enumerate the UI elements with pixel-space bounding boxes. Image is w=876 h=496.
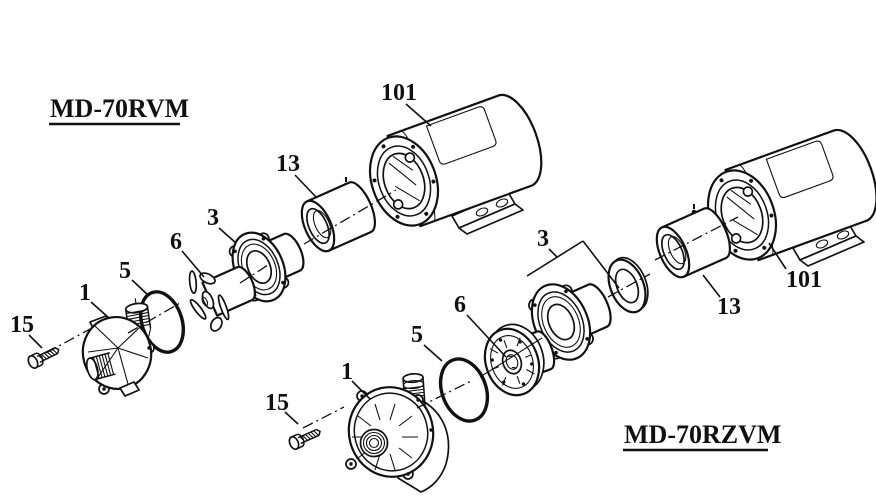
bolt-drawing [288, 428, 321, 451]
part-label-motor: 101 [381, 80, 417, 106]
part-label-bracket: 3 [207, 205, 219, 231]
part-label-magnet: 13 [717, 294, 741, 320]
impeller-disc-drawing [483, 323, 556, 397]
assembly-md-70rzvm: 3 6 5 1 15 13 101 MD-70RZVM [265, 128, 876, 493]
pump-casing-drawing [345, 372, 450, 493]
motor-foot-drawing [792, 223, 865, 267]
part-label-impeller: 6 [454, 292, 466, 318]
part-label-o-ring: 5 [119, 258, 131, 284]
part-label-pump-casing: 1 [341, 359, 353, 385]
magnet-cylinder-drawing [300, 181, 376, 253]
part-label-impeller: 6 [170, 229, 182, 255]
assembly-md-70rvm: 101 13 3 6 5 1 15 MD-70RVM [10, 80, 543, 397]
part-label-motor: 101 [786, 267, 822, 293]
impeller-drawing [177, 265, 256, 338]
axis-center-lines [302, 216, 739, 429]
assembly-title: MD-70RVM [50, 94, 189, 123]
o-ring-drawing [139, 290, 185, 354]
part-label-magnet: 13 [276, 151, 300, 177]
axis-center-lines [45, 189, 397, 354]
part-label-pump-casing: 1 [79, 280, 91, 306]
motor-drawing [368, 93, 543, 228]
part-label-bolt: 15 [10, 312, 34, 338]
part-label-bolt: 15 [265, 390, 289, 416]
pump-casing-drawing [81, 298, 155, 397]
leader-lines [28, 103, 432, 349]
bolt-drawing [27, 347, 60, 369]
part-label-o-ring: 5 [411, 322, 423, 348]
assembly-title: MD-70RZVM [624, 420, 781, 449]
magnet-cylinder-drawing [655, 207, 731, 279]
part-label-bracket: 3 [537, 226, 549, 252]
leader-lines [284, 240, 787, 425]
o-ring-drawing [438, 357, 490, 423]
